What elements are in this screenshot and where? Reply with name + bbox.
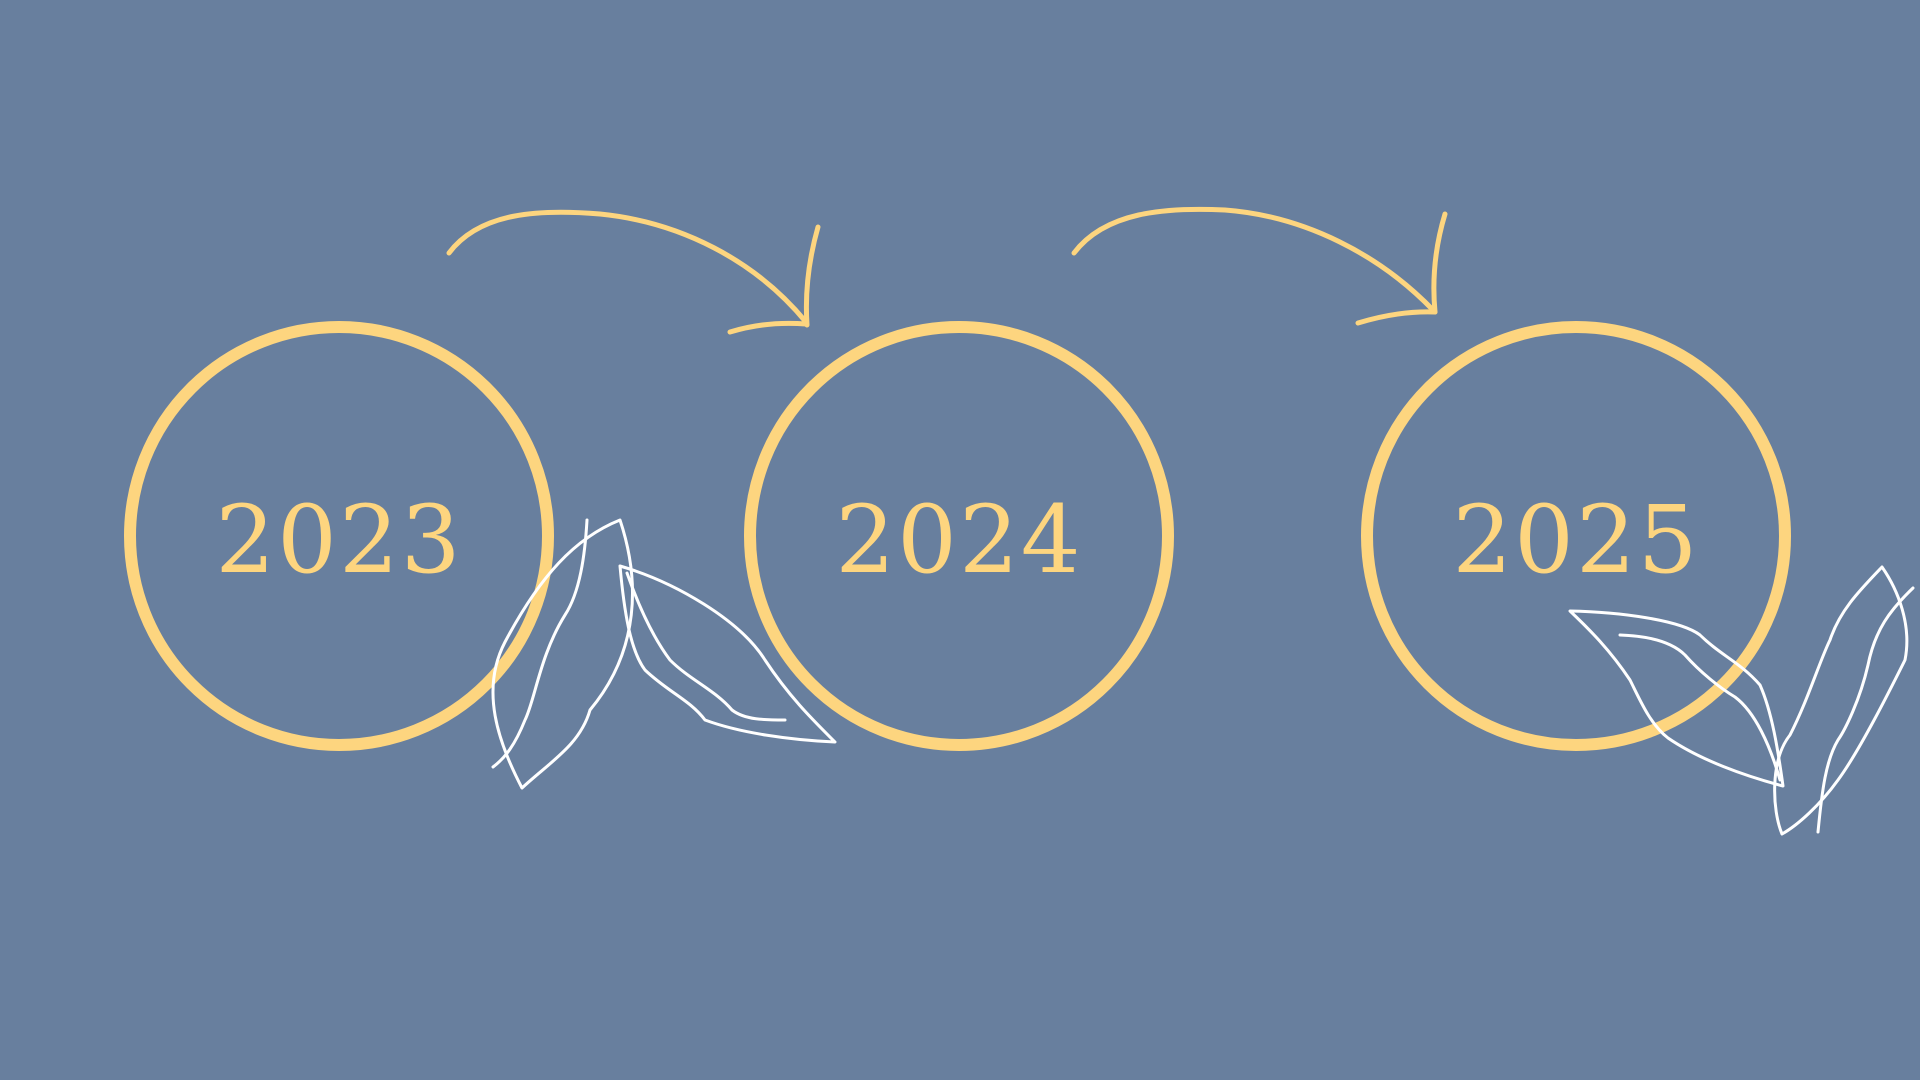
year-label-2025: 2025 — [1452, 486, 1700, 595]
year-label-2023: 2023 — [215, 486, 463, 595]
curved-arrow-icon — [446, 209, 821, 335]
curved-arrow-icon — [1071, 206, 1448, 326]
year-label-2024: 2024 — [835, 486, 1083, 595]
